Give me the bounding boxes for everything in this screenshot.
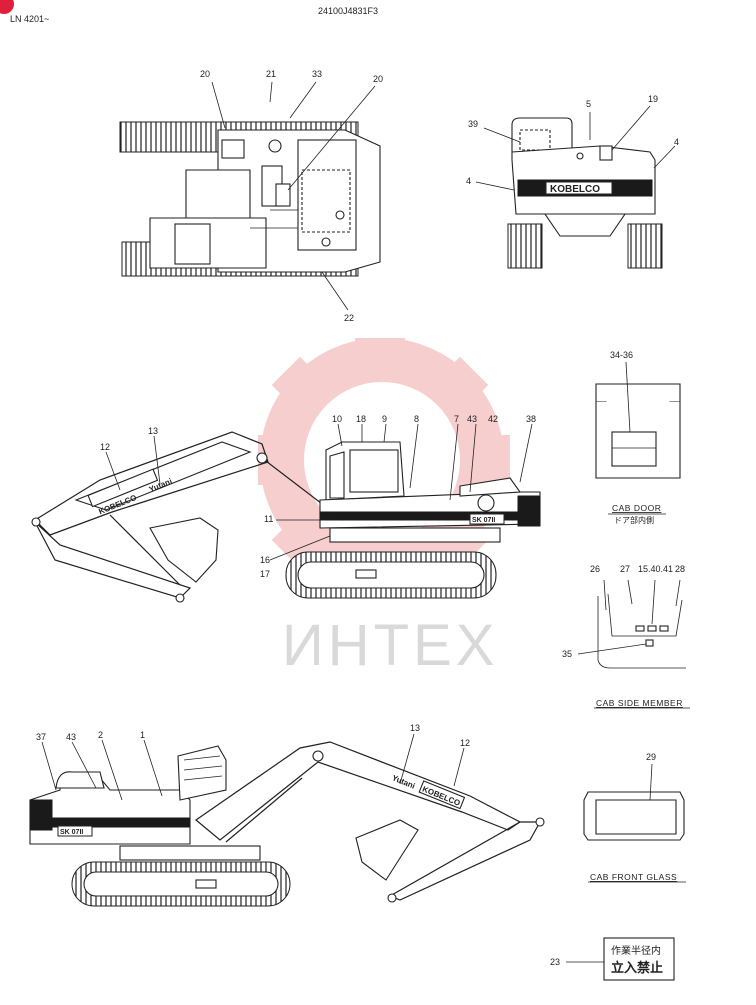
warning-plate: 作業半径内 立入禁止 23: [550, 937, 675, 981]
callout-13b: 13: [410, 723, 420, 733]
watermark-text: ИНТЕХ: [282, 613, 498, 678]
lower-view: SK 07II KOBELCO Yutani 37 43 2 1 13 12: [29, 723, 545, 907]
cab-door-detail: 34-36 CAB DOOR ドア部内側: [595, 350, 681, 525]
callout-4a: 4: [674, 137, 679, 147]
callout-27: 27: [620, 564, 630, 574]
serial-range: LN 4201~: [10, 14, 49, 24]
rear-logo: KOBELCO: [550, 184, 600, 195]
callout-20b: 20: [373, 74, 383, 84]
callout-11: 11: [264, 514, 273, 524]
callout-5: 5: [586, 99, 591, 109]
callout-22: 22: [344, 313, 354, 323]
callout-29: 29: [646, 752, 656, 762]
callout-38: 38: [526, 414, 536, 424]
callout-23: 23: [550, 957, 560, 967]
callout-9: 9: [382, 414, 387, 424]
callout-4b: 4: [466, 176, 471, 186]
callout-15-40-41: 15.40.41: [638, 564, 673, 574]
callout-10: 10: [332, 414, 342, 424]
callout-26: 26: [590, 564, 600, 574]
callout-1: 1: [140, 730, 145, 740]
callout-13a: 13: [148, 426, 158, 436]
callout-17: 17: [260, 569, 270, 579]
side-model-label: SK 07II: [472, 517, 495, 524]
caption-cab-front-glass: CAB FRONT GLASS: [590, 872, 677, 882]
caption-cab-door: CAB DOOR: [612, 503, 661, 513]
callout-8: 8: [414, 414, 419, 424]
callout-42: 42: [488, 414, 498, 424]
lower-model-label: SK 07II: [60, 829, 83, 836]
callout-21: 21: [266, 69, 276, 79]
caption-cab-door-jp: ドア部内側: [614, 515, 654, 525]
callout-33: 33: [312, 69, 322, 79]
caption-cab-side-member: CAB SIDE MEMBER: [596, 698, 683, 708]
side-view: KOBELCO Yutani SK 07II: [31, 414, 541, 603]
corner-badge: [0, 0, 14, 14]
callout-35: 35: [562, 649, 572, 659]
callout-12a: 12: [100, 442, 110, 452]
callout-28: 28: [675, 564, 685, 574]
warning-plate-line1: 作業半径内: [611, 944, 661, 957]
callout-37: 37: [36, 732, 46, 742]
callout-2: 2: [98, 730, 103, 740]
drawing-number: 24100J4831F3: [318, 6, 378, 16]
top-view: 20 21 33 20 22: [119, 69, 383, 323]
callout-43b: 43: [66, 732, 76, 742]
callout-43a: 43: [467, 414, 477, 424]
callout-18: 18: [356, 414, 366, 424]
cab-side-member-detail: 26 27 15.40.41 28 35 CAB SIDE MEMBER: [562, 564, 690, 709]
callout-39: 39: [468, 119, 478, 129]
callout-20a: 20: [200, 69, 210, 79]
callout-12b: 12: [460, 738, 470, 748]
callout-19: 19: [648, 94, 658, 104]
callout-7: 7: [454, 414, 459, 424]
warning-plate-line2: 立入禁止: [611, 960, 663, 976]
cab-front-glass-detail: 29 CAB FRONT GLASS: [583, 752, 686, 883]
rear-view: KOBELCO 39 5 19 4 4: [466, 94, 679, 269]
callout-16: 16: [260, 555, 270, 565]
callout-34-36: 34-36: [610, 350, 633, 360]
